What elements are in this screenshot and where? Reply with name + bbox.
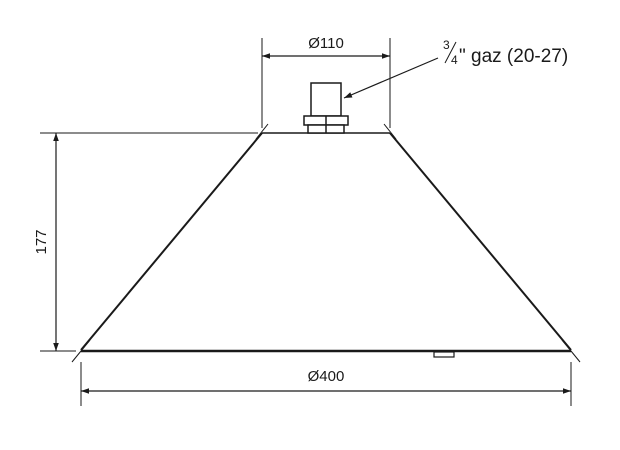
callout-leader xyxy=(343,57,439,99)
fitting-pipe xyxy=(310,82,342,117)
callout-label: " gaz (20-27) xyxy=(459,46,568,67)
height-label: 177 xyxy=(33,229,50,254)
bottom-tab xyxy=(433,351,455,358)
gas-callout: 3 4 " gaz (20-27) xyxy=(443,38,568,67)
fraction-denominator: 4 xyxy=(451,53,458,67)
cone-left-edge xyxy=(80,132,263,351)
fraction-slash xyxy=(444,41,457,64)
fraction-numerator: 3 xyxy=(443,38,450,52)
top-diameter-label: Ø110 xyxy=(308,35,344,52)
bottom-diameter-label: Ø400 xyxy=(308,368,345,385)
extension-lines xyxy=(40,38,581,406)
cone-body xyxy=(80,132,572,353)
dimension-lines xyxy=(53,53,571,394)
cone-right-edge xyxy=(389,132,572,351)
gas-fitting xyxy=(303,82,349,134)
